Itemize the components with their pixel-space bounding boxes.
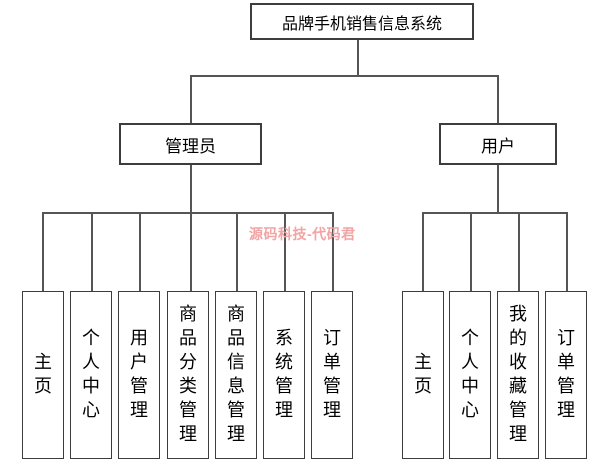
leaf-label: 个人中心 xyxy=(461,328,479,420)
connector-admin-hbar xyxy=(42,212,333,214)
connector-user-up xyxy=(497,75,499,123)
leaf-label: 订单管理 xyxy=(557,328,575,420)
connector-drop xyxy=(236,212,238,291)
connector-admin-down xyxy=(190,165,192,291)
root-node-system: 品牌手机销售信息系统 xyxy=(250,3,474,40)
leaf-label: 订单管理 xyxy=(323,328,341,420)
leaf-label: 用户管理 xyxy=(130,328,148,420)
connector-root-down xyxy=(357,39,359,77)
leaf-node-product-category-management: 商品分类管理 xyxy=(167,291,209,459)
leaf-node-my-favorites-management: 我的收藏管理 xyxy=(497,291,539,459)
connector-drop xyxy=(42,212,44,291)
watermark-text: 源码科技-代码君 xyxy=(249,226,356,242)
leaf-label: 商品信息管理 xyxy=(227,304,245,444)
leaf-label: 商品分类管理 xyxy=(179,304,197,444)
branch-node-admin: 管理员 xyxy=(119,123,262,165)
branch-node-user-label: 用户 xyxy=(481,136,515,156)
leaf-label: 主页 xyxy=(34,352,52,396)
leaf-node-user-management: 用户管理 xyxy=(118,291,160,459)
leaf-node-order-management: 订单管理 xyxy=(311,291,353,459)
branch-node-user: 用户 xyxy=(439,123,557,165)
leaf-node-user-personal-center: 个人中心 xyxy=(449,291,491,459)
root-node-label: 品牌手机销售信息系统 xyxy=(281,15,442,33)
leaf-node-user-order-management: 订单管理 xyxy=(545,291,587,459)
connector-drop xyxy=(332,212,334,291)
connector-drop xyxy=(518,212,520,291)
leaf-node-product-info-management: 商品信息管理 xyxy=(215,291,257,459)
connector-admin-up xyxy=(190,75,192,123)
connector-drop xyxy=(284,212,286,291)
connector-drop xyxy=(422,212,424,291)
leaf-label: 主页 xyxy=(414,352,432,396)
leaf-label: 我的收藏管理 xyxy=(509,304,527,444)
connector-user-hbar xyxy=(422,212,567,214)
connector-drop xyxy=(470,212,472,291)
connector-level1-hbar xyxy=(190,75,499,77)
branch-node-admin-label: 管理员 xyxy=(165,136,216,156)
leaf-label: 个人中心 xyxy=(82,328,100,420)
connector-user-down xyxy=(497,165,499,212)
leaf-label: 系统管理 xyxy=(275,328,293,420)
leaf-node-personal-center: 个人中心 xyxy=(70,291,112,459)
leaf-node-home: 主页 xyxy=(22,291,64,459)
connector-drop xyxy=(566,212,568,291)
connector-drop xyxy=(91,212,93,291)
connector-drop xyxy=(139,212,141,291)
leaf-node-user-home: 主页 xyxy=(402,291,444,459)
leaf-node-system-management: 系统管理 xyxy=(263,291,305,459)
